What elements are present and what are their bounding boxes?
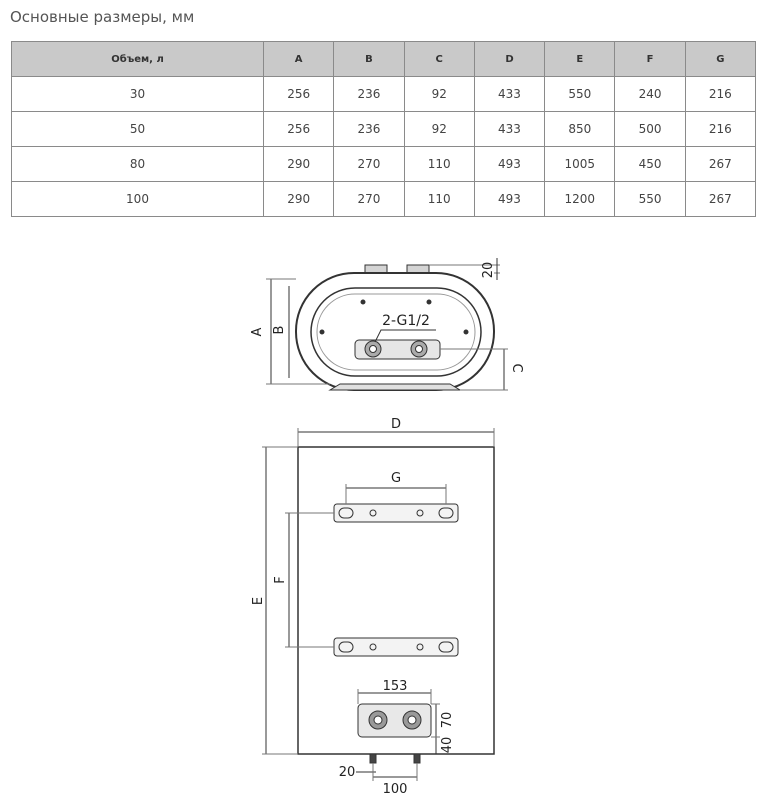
cell-g: 216 [684, 111, 757, 147]
cell-a: 256 [262, 76, 335, 112]
cell-g: 267 [684, 181, 757, 217]
dim-label-70: 70 [440, 712, 455, 729]
cell-b: 270 [333, 146, 405, 182]
pipe-connector-hole [407, 715, 417, 725]
bracket-hole [416, 509, 424, 517]
table-row: 50 256 236 92 433 850 500 216 [11, 111, 757, 147]
pipe-connector-hole [369, 345, 377, 353]
tank-front-body [297, 446, 495, 755]
cell-b: 270 [333, 181, 405, 217]
bracket-hole [369, 509, 377, 517]
pipe-connector-hole [373, 715, 383, 725]
dim-label-20-bottom: 20 [339, 765, 356, 780]
dim-label-100: 100 [383, 782, 408, 797]
mount-dot [426, 299, 432, 305]
mount-dot [463, 329, 469, 335]
dim-label-g: G [391, 471, 401, 486]
bracket-hole [416, 643, 424, 651]
dim-label-c: C [509, 363, 524, 372]
cell-g: 216 [684, 76, 757, 112]
cell-b: 236 [333, 76, 405, 112]
dimensions-table: Объем, л A B C D E F G 30 256 236 92 433… [11, 41, 757, 217]
header-e: E [544, 41, 616, 77]
dim-label-f: F [273, 576, 288, 583]
cell-a: 256 [262, 111, 335, 147]
top-view [266, 258, 508, 391]
cell-e: 1200 [544, 181, 616, 217]
dim-label-40: 40 [440, 737, 455, 754]
mount-dot [360, 299, 366, 305]
bracket-slot [338, 507, 354, 519]
header-a: A [262, 41, 335, 77]
cell-f: 240 [614, 76, 686, 112]
cell-f: 550 [614, 181, 686, 217]
header-c: C [403, 41, 475, 77]
pipe-thread-label: 2-G1/2 [382, 313, 430, 329]
bottom-bracket [328, 383, 462, 391]
cell-d: 493 [473, 181, 546, 217]
bracket-slot [438, 641, 454, 653]
pipe-connector-hole [415, 345, 423, 353]
cell-c: 92 [403, 111, 475, 147]
mount-dot [319, 329, 325, 335]
bottom-pipe [369, 753, 377, 764]
table-row: 100 290 270 110 493 1200 550 267 [11, 181, 757, 217]
cell-d: 433 [473, 111, 546, 147]
dim-label-e: E [251, 597, 266, 605]
front-view [262, 428, 495, 781]
header-d: D [473, 41, 546, 77]
cell-c: 110 [403, 181, 475, 217]
dim-label-d: D [391, 417, 401, 432]
tank-inner-contour-2 [316, 293, 476, 371]
bracket-slot [438, 507, 454, 519]
table-row: 30 256 236 92 433 550 240 216 [11, 76, 757, 112]
cell-d: 493 [473, 146, 546, 182]
cell-e: 550 [544, 76, 616, 112]
dim-label-a: A [250, 327, 265, 336]
dim-label-20-top: 20 [481, 262, 496, 279]
bracket-hole [369, 643, 377, 651]
cell-volume: 100 [11, 181, 264, 217]
dim-label-b: B [272, 326, 287, 335]
pipe-label-leader [374, 329, 436, 343]
page-title: Основные размеры, мм [10, 8, 195, 26]
header-g: G [684, 41, 757, 77]
table-header-row: Объем, л A B C D E F G [11, 41, 757, 77]
cell-g: 267 [684, 146, 757, 182]
tank-inner-contour [310, 287, 482, 377]
header-f: F [614, 41, 686, 77]
cell-d: 433 [473, 76, 546, 112]
header-b: B [333, 41, 405, 77]
dim-label-153: 153 [383, 679, 408, 694]
bracket-slot [338, 641, 354, 653]
bottom-pipe [413, 753, 421, 764]
cell-a: 290 [262, 146, 335, 182]
